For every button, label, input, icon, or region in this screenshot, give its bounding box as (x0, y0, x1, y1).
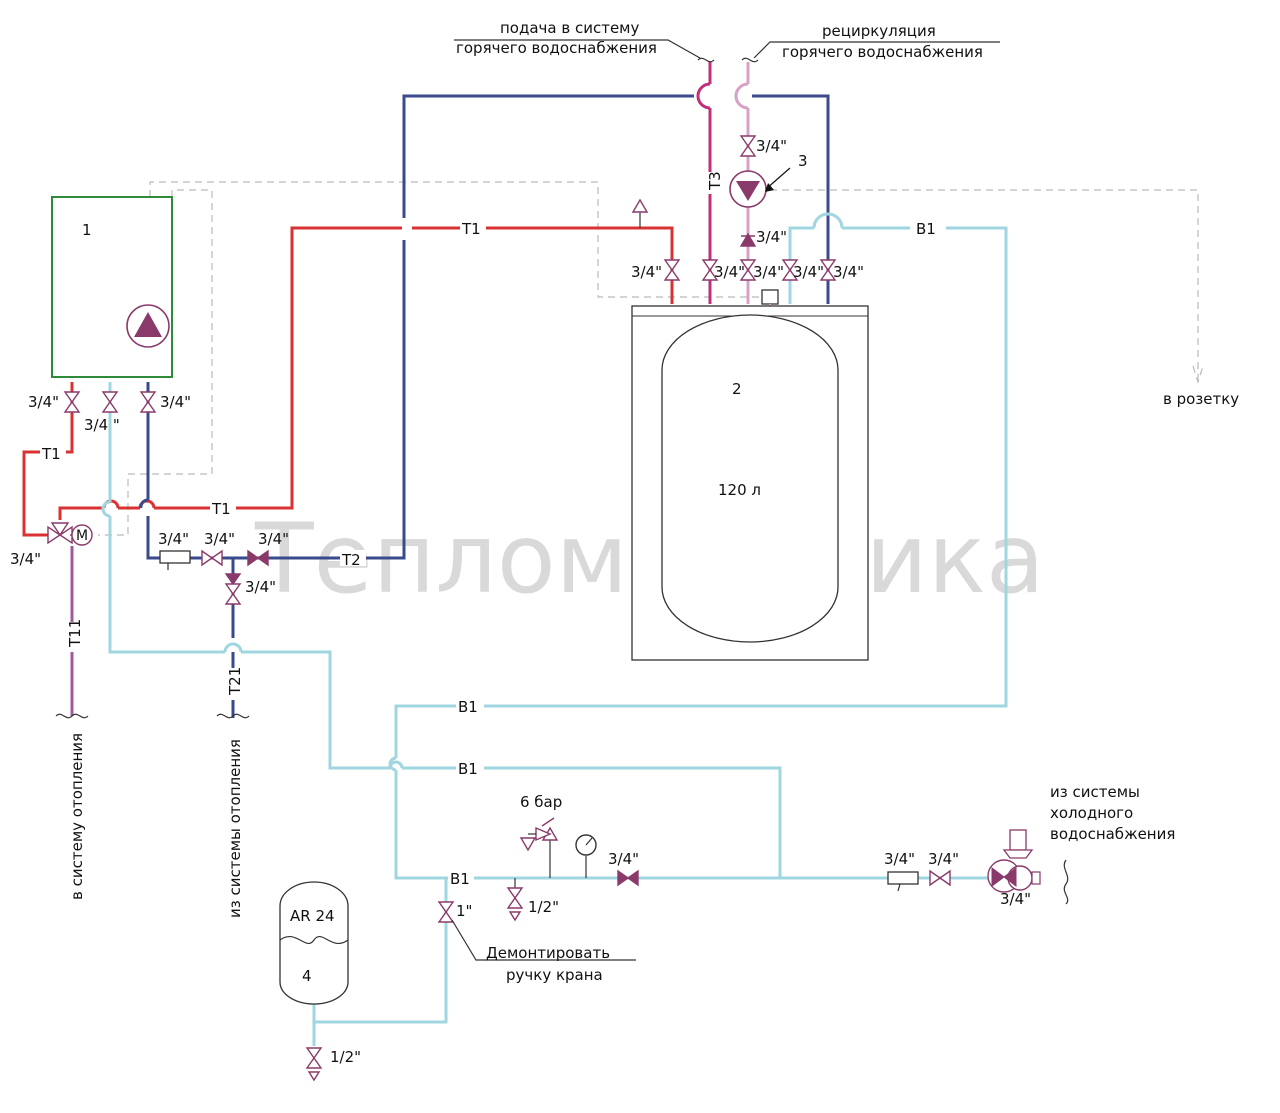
pipe-t11: T11 T21 (64, 546, 244, 716)
gate-valve-icon[interactable] (438, 901, 454, 923)
b1-label-mid: B1 (458, 698, 478, 716)
supply-label-line1: подача в систему (500, 19, 640, 37)
water-heater-tank: 2 120 л (631, 305, 869, 661)
t11-label: T11 (66, 619, 84, 648)
boiler-valves: 3/4" 3/4 " 3/4" (28, 391, 191, 434)
pump-number: 3 (798, 152, 808, 170)
control-wiring (98, 181, 1204, 536)
boiler-valve-size-1: 3/4" (28, 393, 59, 411)
b1-label-low: B1 (458, 760, 478, 778)
break-marks (55, 57, 1069, 905)
remove-handle-line2: ручку крана (506, 966, 603, 984)
tank-number: 2 (732, 380, 742, 398)
to-heating-label: в систему отопления (68, 733, 86, 900)
expansion-tank: AR 24 4 1/2" (279, 881, 361, 1082)
motor-label: M (76, 528, 88, 544)
boiler-number: 1 (82, 221, 92, 239)
boiler: 1 (51, 196, 173, 378)
three-way-valve-icon[interactable] (47, 522, 73, 545)
motor-icon (71, 524, 93, 546)
three-way-valve-size: 3/4" (10, 550, 41, 568)
check-valve-icon (739, 232, 757, 247)
return-valve-size: 3/4" (204, 530, 235, 548)
expansion-model: AR 24 (290, 907, 335, 925)
cold-water-fittings: 6 бар 3/4" 1/2" 1" Демонтировать ручку к… (438, 783, 1175, 984)
gate-valve-icon[interactable] (102, 391, 118, 413)
reducer-size: 3/4" (1000, 890, 1031, 908)
t1-label-bottom: T1 (211, 500, 231, 518)
cold-supply-line1: из системы (1050, 783, 1140, 801)
sensor-socket-icon (761, 289, 779, 305)
three-way-valve: M 3/4" (10, 522, 93, 568)
socket-label: в розетку (1163, 390, 1239, 408)
t1-label-left: T1 (41, 445, 61, 463)
drain-valve-size: 1/2" (528, 898, 559, 916)
tank-valves: 3/4" 3/4" 3/4" 3/4" 3/4" 3/4" 3/4" (631, 135, 864, 281)
pipe-b1: B1 B1 B1 B1 (101, 212, 1040, 1046)
boiler-valve-size-3: 3/4" (160, 393, 191, 411)
strainer-icon (887, 871, 919, 885)
drain-icon (508, 911, 522, 922)
b1-label-bottom: B1 (450, 870, 470, 888)
check-valve-icon (617, 869, 639, 887)
strainer-icon (159, 550, 191, 564)
recirc-label-line1: рециркуляция (822, 22, 936, 40)
drain-cone-icon (519, 837, 537, 852)
tank-valve-size-4: 3/4" (793, 263, 824, 281)
recirc-valve-size: 3/4" (756, 137, 787, 155)
tank-volume: 120 л (718, 481, 761, 499)
tank-valve-size-2: 3/4" (714, 263, 745, 281)
bypass-valve-size: 3/4" (245, 578, 276, 596)
top-callouts: подача в систему горячего водоснабжения … (454, 19, 1000, 61)
cold-valve-size: 3/4" (928, 850, 959, 868)
gate-valve-icon[interactable] (929, 870, 951, 886)
expansion-number: 4 (302, 967, 312, 985)
gate-valve-icon[interactable] (140, 391, 156, 413)
return-check-size: 3/4" (258, 530, 289, 548)
side-labels: в систему отопления из системы отопления… (68, 390, 1239, 918)
cold-supply-line3: водоснабжения (1050, 825, 1175, 843)
cold-strainer-size: 3/4" (884, 850, 915, 868)
tank-valve-size-3: 3/4" (753, 263, 784, 281)
gate-valve-icon[interactable] (64, 391, 80, 413)
check-valve-size: 3/4" (756, 228, 787, 246)
gate-valve-icon[interactable] (664, 259, 680, 281)
gate-valve-icon[interactable] (740, 135, 756, 157)
gate-valve-icon[interactable] (201, 550, 223, 566)
drain-icon (307, 1071, 321, 1082)
expansion-drain-size: 1/2" (330, 1048, 361, 1066)
strainer-size: 3/4" (158, 530, 189, 548)
pressure-reducer-icon (987, 829, 1041, 893)
t2-label: T2 (341, 551, 361, 569)
gate-valve-icon[interactable] (507, 887, 523, 909)
tank-valve-size-1: 3/4" (631, 263, 662, 281)
boiler-valve-size-2: 3/4 " (84, 416, 120, 434)
from-heating-label: из системы отопления (226, 739, 244, 918)
check-valve-icon (247, 549, 269, 567)
cold-check-size: 3/4" (608, 850, 639, 868)
gate-valve-icon[interactable] (306, 1047, 322, 1069)
check-valve-icon (224, 573, 242, 586)
recirc-label-line2: горячего водоснабжения (782, 43, 983, 61)
b1-label-top: B1 (916, 220, 936, 238)
pipe-t2: T2 (139, 94, 830, 718)
gate-valve-icon[interactable] (225, 583, 241, 605)
recirculation-pump: 3 (729, 152, 808, 208)
supply-label-line2: горячего водоснабжения (456, 39, 657, 57)
t1-label-top: T1 (461, 220, 481, 238)
air-vent-icon (631, 198, 649, 213)
t3-label: T3 (706, 171, 724, 191)
return-fittings: 3/4" 3/4" 3/4" 3/4" (158, 530, 289, 605)
t21-label: T21 (226, 667, 244, 696)
safety-valve-pressure: 6 бар (520, 793, 562, 811)
tank-valve-size-5: 3/4" (833, 263, 864, 281)
cold-supply-line2: холодного (1050, 804, 1133, 822)
remove-handle-line1: Демонтировать (486, 944, 610, 962)
main-valve-size: 1" (456, 902, 472, 920)
